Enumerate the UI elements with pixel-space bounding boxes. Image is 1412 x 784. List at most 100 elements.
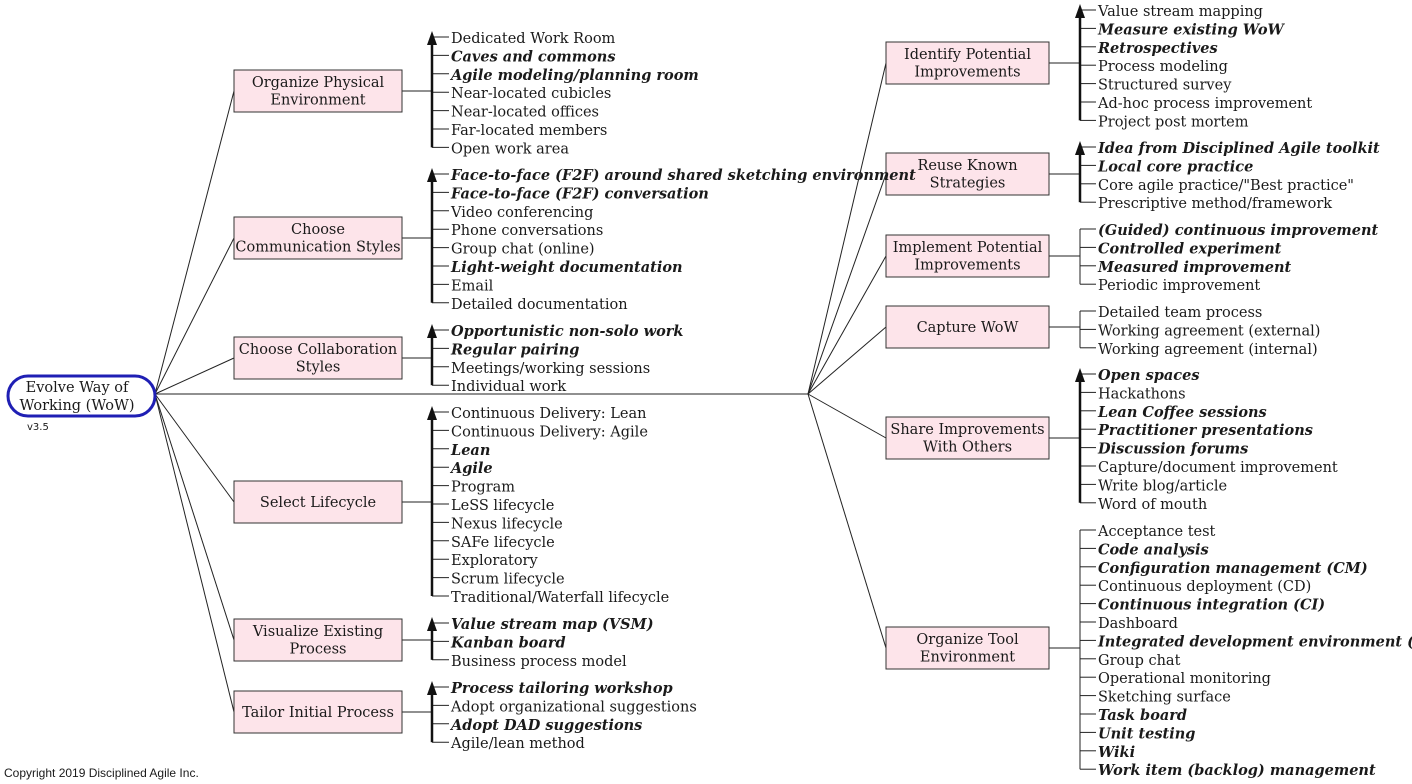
option-item: Controlled experiment	[1098, 240, 1282, 257]
option-item: Work item (backlog) management	[1098, 762, 1376, 779]
option-item: Local core practice	[1097, 158, 1253, 175]
connector-tailor-initial-process	[154, 393, 235, 713]
options-visualize-existing-process: Value stream map (VSM)Kanban boardBusine…	[450, 616, 654, 670]
option-item: Scrum lifecycle	[451, 572, 565, 588]
option-item: Continuous Delivery: Lean	[451, 406, 647, 422]
connector-share-improvements-with-others	[807, 393, 887, 439]
decision-label-line: Organize Physical	[252, 75, 385, 91]
option-item: Working agreement (external)	[1098, 323, 1320, 339]
option-item: Code analysis	[1098, 541, 1209, 558]
decision-label-line: Identify Potential	[904, 47, 1031, 63]
option-item: Opportunistic non-solo work	[451, 323, 683, 340]
option-item: Near-located cubicles	[451, 86, 611, 102]
option-item: Near-located offices	[451, 105, 599, 121]
option-item: Core agile practice/"Best practice"	[1098, 178, 1354, 194]
decision-box	[233, 690, 403, 734]
decision-label-line: With Others	[923, 440, 1012, 456]
option-item: Measure existing WoW	[1097, 21, 1286, 38]
root-node[interactable]: Evolve Way of Working (WoW)	[6, 374, 157, 418]
decision-box	[233, 216, 403, 260]
connector-capture-wow	[807, 326, 887, 395]
option-item: Process tailoring workshop	[450, 680, 673, 697]
option-item: Project post mortem	[1098, 114, 1249, 130]
connector-choose-collaboration-styles	[154, 357, 235, 395]
decision-label-line: Improvements	[914, 65, 1020, 81]
decision-box	[885, 626, 1050, 670]
option-item: Agile modeling/planning room	[449, 67, 699, 84]
option-item: Continuous Delivery: Agile	[451, 424, 648, 440]
option-item: Hackathons	[1098, 386, 1186, 402]
option-item: Program	[451, 480, 515, 496]
ranking-arrowhead	[427, 617, 437, 631]
option-item: Kanban board	[450, 634, 566, 651]
option-item: Sketching surface	[1098, 690, 1231, 706]
option-item: Unit testing	[1098, 725, 1195, 742]
decision-label-line: Visualize Existing	[252, 624, 383, 640]
connector-identify-potential-improvements	[807, 62, 887, 395]
option-item: Working agreement (internal)	[1098, 342, 1318, 358]
connector-select-lifecycle	[154, 393, 235, 503]
option-item: Detailed team process	[1098, 305, 1262, 321]
option-item: Word of mouth	[1098, 497, 1207, 513]
option-item: Lean Coffee sessions	[1097, 404, 1267, 421]
option-item: LeSS lifecycle	[451, 498, 554, 514]
option-item: Group chat	[1098, 653, 1181, 669]
ranking-arrowhead	[427, 31, 437, 45]
option-item: Face-to-face (F2F) around shared sketchi…	[450, 167, 916, 184]
option-item: Agile/lean method	[450, 736, 585, 752]
decision-box	[885, 305, 1050, 349]
decision-label-line: Share Improvements	[890, 422, 1044, 438]
decision-label-line: Select Lifecycle	[260, 495, 376, 511]
decision-label-line: Reuse Known	[917, 158, 1017, 174]
decision-label-line: Improvements	[914, 258, 1020, 274]
option-item: Task board	[1098, 707, 1187, 724]
option-item: Individual work	[451, 379, 566, 395]
option-item: Phone conversations	[451, 223, 603, 239]
option-item: Adopt DAD suggestions	[449, 717, 642, 734]
option-item: Caves and commons	[451, 48, 615, 65]
connector-implement-potential-improvements	[807, 255, 887, 395]
version-label: v3.5	[27, 422, 49, 433]
option-item: Ad-hoc process improvement	[1097, 96, 1312, 112]
decision-box	[885, 234, 1050, 278]
decision-select-lifecycle[interactable]: Select Lifecycle	[233, 480, 403, 524]
option-item: Practitioner presentations	[1097, 422, 1313, 439]
decision-box	[885, 41, 1050, 85]
decision-capture-wow[interactable]: Capture WoW	[885, 305, 1050, 349]
copyright-notice: Copyright 2019 Disciplined Agile Inc.	[4, 766, 199, 780]
ranking-arrowhead	[1075, 141, 1085, 155]
decision-label-line: Organize Tool	[916, 632, 1019, 648]
option-item: Open spaces	[1098, 367, 1200, 384]
decision-points: Organize PhysicalEnvironmentChooseCommun…	[233, 41, 1050, 734]
option-item: Retrospectives	[1097, 40, 1218, 57]
ranking-arrowhead	[1075, 368, 1085, 382]
option-item: Agile	[449, 460, 493, 477]
option-item: Write blog/article	[1098, 478, 1227, 494]
ranking-arrowhead	[427, 168, 437, 182]
option-item: Acceptance test	[1097, 524, 1216, 540]
decision-tailor-initial-process[interactable]: Tailor Initial Process	[233, 690, 403, 734]
root-label-line-1: Evolve Way of	[26, 380, 130, 396]
ranking-arrowhead	[427, 406, 437, 420]
ranking-arrowhead	[427, 324, 437, 338]
connector-reuse-known-strategies	[807, 173, 887, 395]
option-item: Adopt organizational suggestions	[450, 699, 697, 715]
decision-label-line: Choose	[291, 222, 345, 238]
decision-box	[233, 69, 403, 113]
decision-label-line: Strategies	[930, 176, 1006, 192]
option-item: Face-to-face (F2F) conversation	[450, 185, 709, 202]
decision-label-line: Environment	[270, 93, 365, 109]
